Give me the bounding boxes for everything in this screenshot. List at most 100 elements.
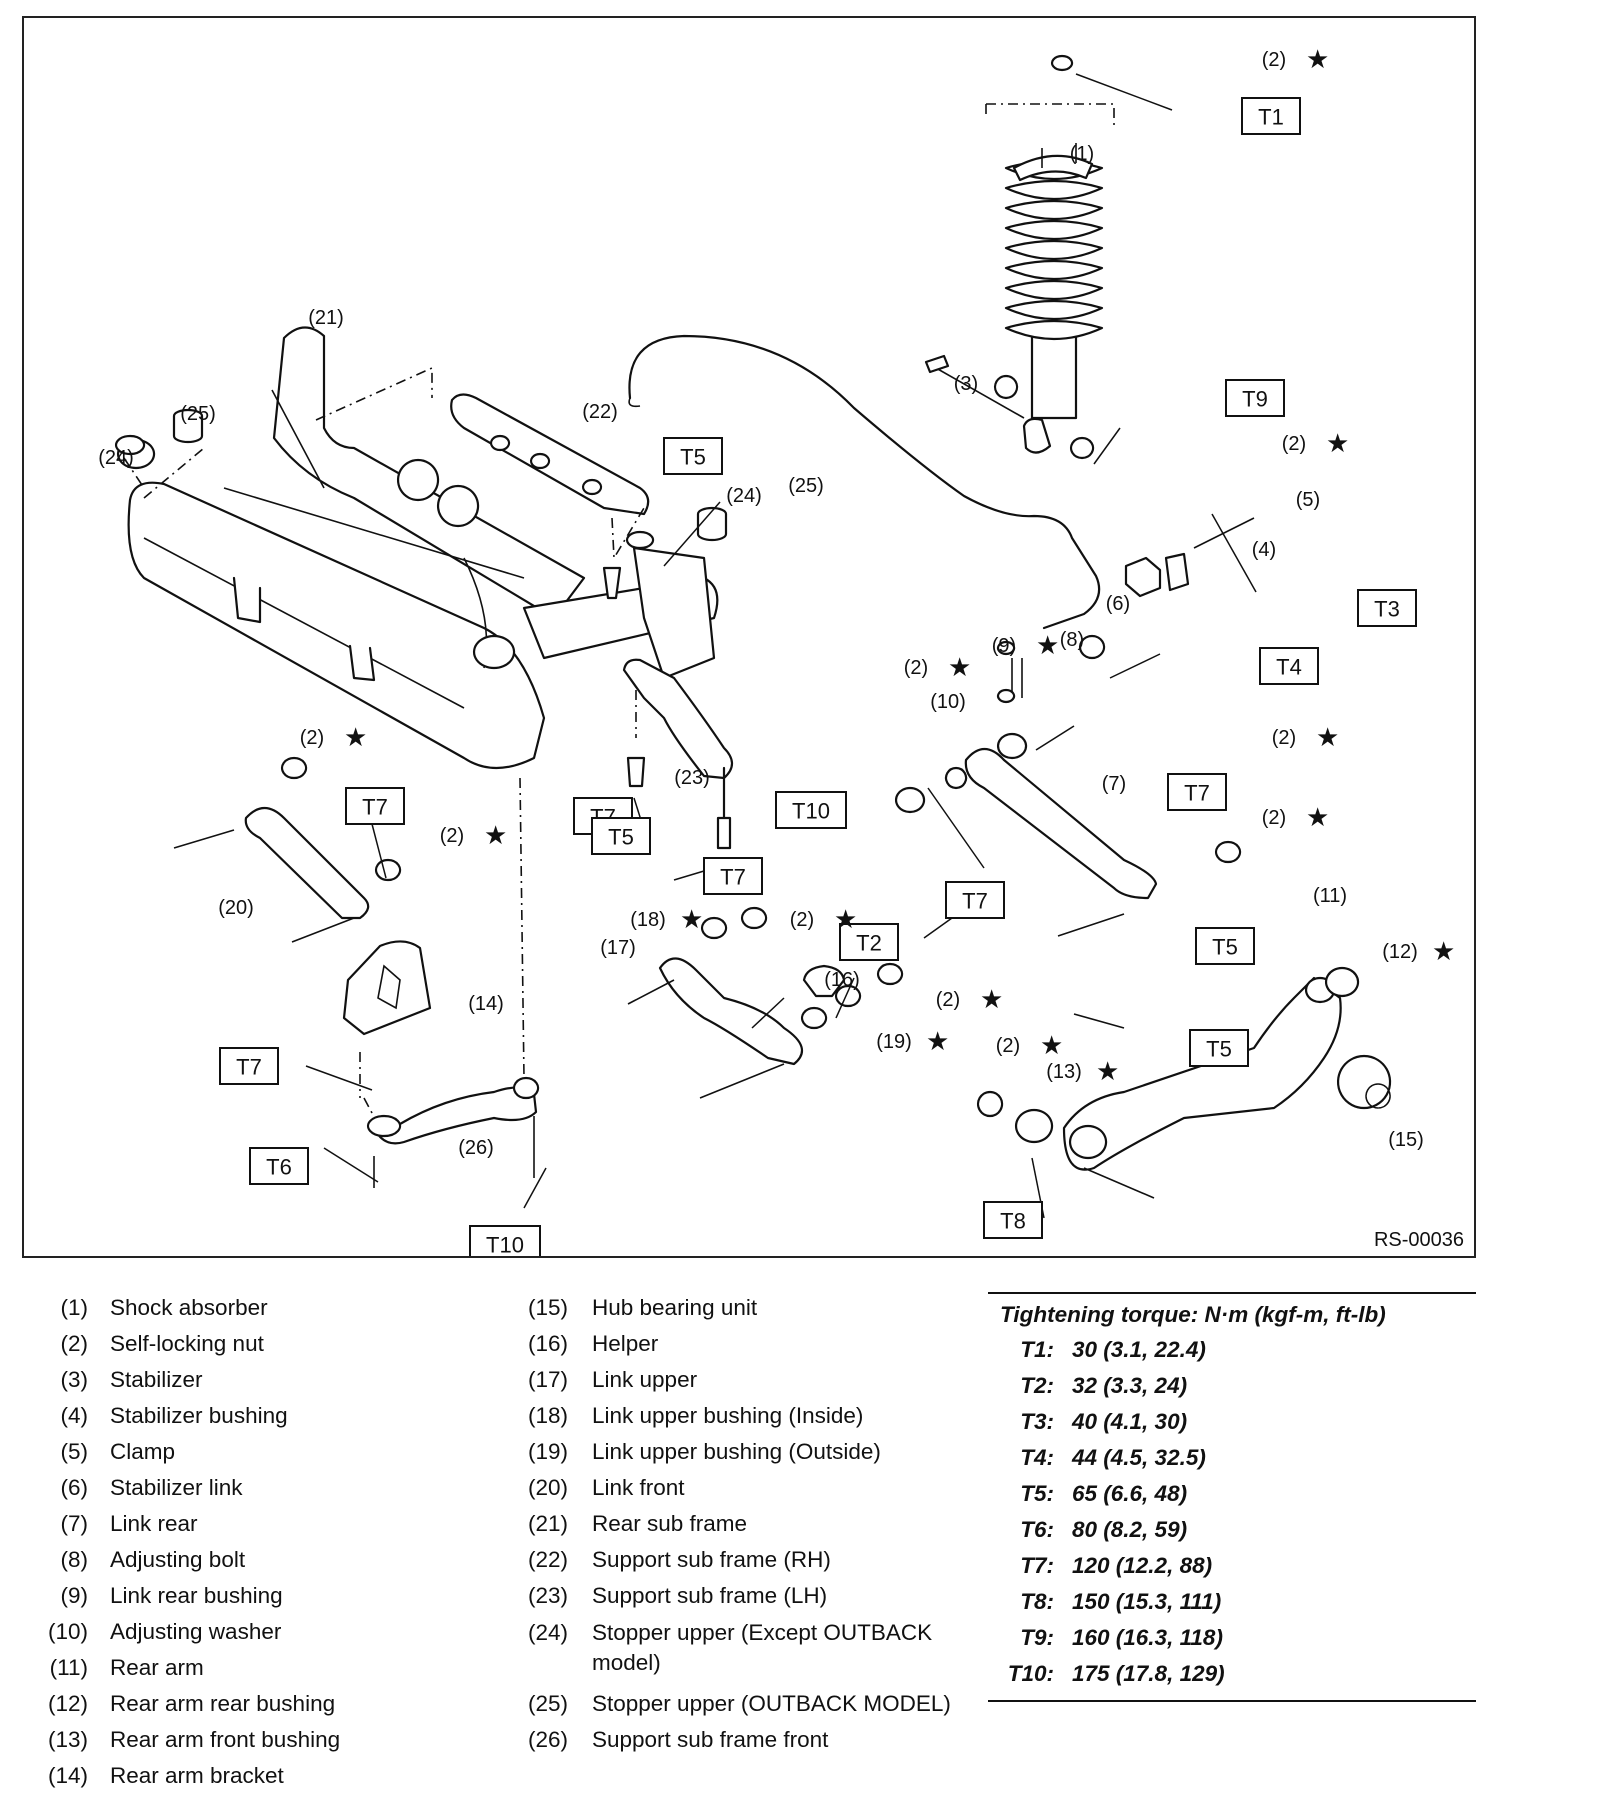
bushing-icon [1014,1108,1054,1144]
legend-item-number: (19) [527,1439,568,1464]
torque-box-frame [703,857,763,895]
diagram-drawing: T1T2T3T4T5T6T7T8T9T10T5T5T7T7T7T7T7T4T6T… [98,44,1464,1256]
torque-box-frame [839,923,899,961]
star-icon: ★ [1316,722,1339,752]
legend-item-number: (11) [49,1655,88,1680]
torque-box-frame [1195,927,1255,965]
legend-item: (5)Clamp [40,1434,440,1470]
legend-item: (19)Link upper bushing (Outside) [520,1434,982,1470]
torque-callout-box: T9 [1225,379,1285,417]
stopper-icon [172,408,204,444]
torque-box-frame [469,1225,541,1256]
torque-box-frame [983,1201,1043,1239]
torque-key: T3: [1020,1409,1054,1434]
part-callout: (17) [600,937,636,959]
star-icon: ★ [834,904,857,934]
stopper-icon [696,506,728,542]
drawing-line [1022,417,1052,454]
part-callout: (2) [440,825,464,847]
part-callout: (14) [468,993,504,1015]
torque-box-label: T6 [266,1155,292,1180]
leader-line [1075,73,1173,111]
torque-row: T3: 40 (4.1, 30) [988,1404,1476,1440]
nut-icon [1069,436,1095,460]
drawing-line [123,447,205,499]
bolt [1073,1013,1125,1029]
legend-column-left: (1)Shock absorber(2)Self-locking nut(3)S… [40,1290,440,1794]
legend-item: (13)Rear arm front bushing [40,1722,440,1758]
torque-row: T7:120 (12.2, 88) [988,1548,1476,1584]
star-icon: ★ [1306,802,1329,832]
torque-value: 175 (17.8, 129) [1072,1661,1225,1686]
drawing-line [143,537,465,709]
washer-icon [993,374,1019,400]
leader-line [523,1167,547,1209]
legend-item-number: (20) [527,1475,568,1500]
legend-item-label: Adjusting bolt [110,1547,246,1572]
torque-value: 150 (15.3, 111) [1072,1589,1222,1614]
drawing-line [1124,556,1162,598]
legend-item: (3)Stabilizer [40,1362,440,1398]
legend-item-label: Rear arm bracket [110,1763,284,1788]
torque-box-label: T2 [856,931,882,956]
drawing-line [377,964,401,1010]
torque-callout-box: T10 [775,791,847,829]
bushing-icon [397,458,440,502]
star-icon: ★ [1432,936,1455,966]
torque-box-label: T5 [1212,935,1238,960]
torque-row: T2:32 (3.3, 24) [988,1368,1476,1404]
torque-box-frame [775,791,847,829]
bushing-icon [1068,1124,1108,1160]
legend-item: (1)Shock absorber [40,1290,440,1326]
drawing-line [1004,319,1104,341]
drawing-line [223,487,525,579]
washer-icon [625,530,655,550]
torque-callout-box: T5 [1189,1029,1249,1067]
legend-item: (6)Stabilizer link [40,1470,440,1506]
torque-callout-box: T7 [703,857,763,895]
legend-item-label: Link front [592,1475,685,1500]
legend-item-number: (6) [60,1475,89,1500]
exploded-diagram: T1T2T3T4T5T6T7T8T9T10T5T5T7T7T7T7T7T4T6T… [22,16,1476,1258]
torque-callout-box: T7 [345,787,405,825]
drawing-line [1004,179,1104,201]
star-icon: ★ [344,722,367,752]
legend-item-label: Adjusting washer [110,1619,282,1644]
torque-box-label: T10 [792,799,830,824]
drawing-line [1004,239,1104,261]
torque-callout-box: T7 [1167,773,1227,811]
leader-line [927,787,985,869]
torque-box-frame [1189,1029,1249,1067]
star-icon: ★ [1326,428,1349,458]
torque-value: 80 (8.2, 59) [1072,1517,1188,1542]
drawing-line [272,326,586,620]
bolt [173,829,235,849]
drawing-line [1004,299,1104,321]
legend-item: (25)Stopper upper (OUTBACK MODEL) [520,1686,982,1722]
legend-item: (10)Adjusting washer [40,1614,440,1650]
torque-callout-box: T5 [591,817,651,855]
torque-key: T7: [1020,1553,1054,1578]
torque-callout-box: T4 [1259,647,1319,685]
torque-box-frame [219,1047,279,1085]
torque-box-label: T5 [608,825,634,850]
legend-item-label: Rear arm [110,1655,204,1680]
hole-icon [489,434,511,452]
mount-icon [473,634,516,670]
legend-item-label: Rear arm front bushing [110,1727,341,1752]
torque-box-label: T8 [1000,1209,1026,1234]
torque-value: 30 (3.1, 22.4) [1072,1337,1206,1362]
nut-icon [976,1090,1004,1118]
torque-row: T1:30 (3.1, 22.4) [988,1332,1476,1368]
drawing-line [127,481,546,769]
torque-value: 65 (6.6, 48) [1072,1481,1188,1506]
legend-item: (8)Adjusting bolt [40,1542,440,1578]
star-icon: ★ [948,652,971,682]
torque-callout-box: T10 [469,1225,541,1256]
leader-line [1211,513,1257,593]
legend-item: (14)Rear arm bracket [40,1758,440,1794]
torque-value: 40 (4.1, 30) [1072,1409,1188,1434]
star-icon: ★ [680,904,703,934]
legend-item-number: (5) [60,1439,89,1464]
legend-item-label: Link upper bushing (Inside) [592,1403,864,1428]
